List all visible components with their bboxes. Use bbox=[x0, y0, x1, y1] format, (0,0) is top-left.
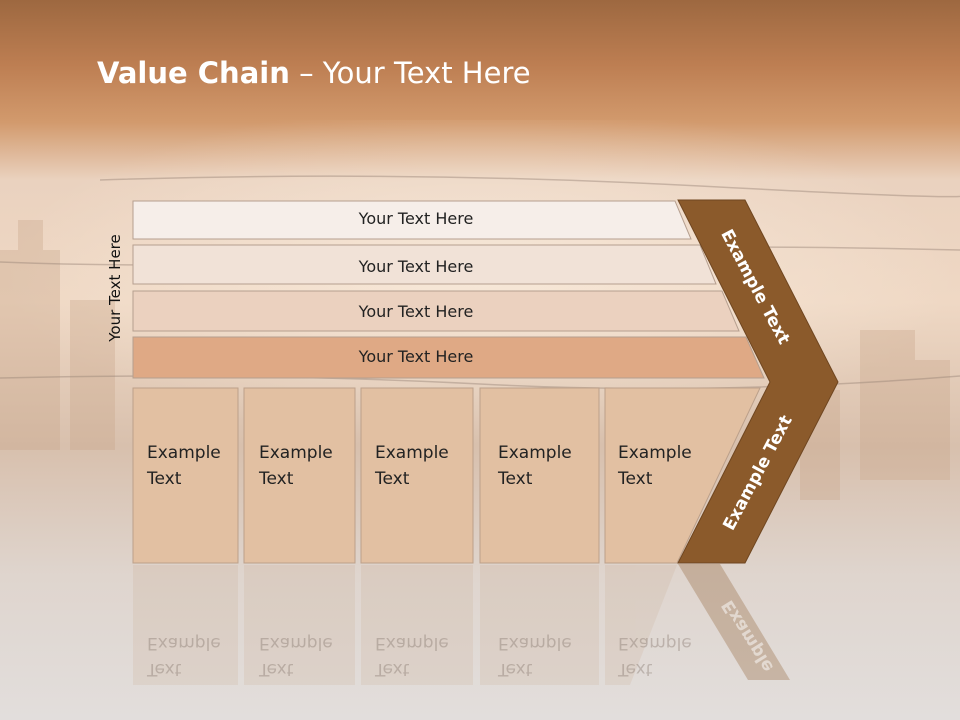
box-4-line1: Example bbox=[498, 443, 572, 463]
margin-chevron bbox=[677, 199, 839, 564]
reflection-5-line1: Example bbox=[618, 633, 692, 653]
box-1-line2: Text bbox=[147, 469, 182, 489]
box-3-line1: Example bbox=[375, 443, 449, 463]
reflection-label-5: Text Example bbox=[618, 630, 692, 682]
row-label-2: Your Text Here bbox=[358, 257, 474, 276]
box-5-line2: Text bbox=[618, 469, 653, 489]
reflection-1-line1: Example bbox=[147, 633, 221, 653]
reflection-label-3: Text Example bbox=[375, 630, 449, 682]
reflection-5-line2: Text bbox=[618, 659, 653, 679]
activity-box-3 bbox=[360, 387, 474, 564]
reflection-3-line1: Example bbox=[375, 633, 449, 653]
box-5-line1: Example bbox=[618, 443, 692, 463]
reflection-4-line2: Text bbox=[498, 659, 533, 679]
title-rest: – Your Text Here bbox=[289, 56, 531, 90]
box-3-line2: Text bbox=[375, 469, 410, 489]
slide-title: Value Chain – Your Text Here bbox=[97, 56, 531, 90]
reflection-label-4: Text Example bbox=[498, 630, 572, 682]
row-label-3: Your Text Here bbox=[358, 302, 474, 321]
reflection-label-1: Text Example bbox=[147, 630, 221, 682]
row-bar-3 bbox=[132, 290, 740, 332]
box-2-line1: Example bbox=[259, 443, 333, 463]
row-label-4: Your Text Here bbox=[358, 347, 474, 366]
reflection-3-line2: Text bbox=[375, 659, 410, 679]
row-bar-2 bbox=[132, 244, 717, 285]
row-bar-1 bbox=[132, 200, 692, 240]
box-2-line2: Text bbox=[259, 469, 294, 489]
activity-box-1 bbox=[132, 387, 239, 564]
row-bar-4 bbox=[132, 336, 765, 379]
title-bold: Value Chain bbox=[97, 56, 290, 90]
row-label-1: Your Text Here bbox=[358, 209, 474, 228]
chevron-reflection bbox=[678, 564, 790, 680]
activity-box-4 bbox=[479, 387, 600, 564]
activity-box-2 bbox=[243, 387, 356, 564]
reflection-label-2: Text Example bbox=[259, 630, 333, 682]
reflection-2-line1: Example bbox=[259, 633, 333, 653]
reflection-1-line2: Text bbox=[147, 659, 182, 679]
activity-box-5 bbox=[604, 387, 761, 564]
reflection-2-line2: Text bbox=[259, 659, 294, 679]
reflection-4-line1: Example bbox=[498, 633, 572, 653]
box-4-line2: Text bbox=[498, 469, 533, 489]
reflection bbox=[133, 565, 677, 685]
box-1-line1: Example bbox=[147, 443, 221, 463]
